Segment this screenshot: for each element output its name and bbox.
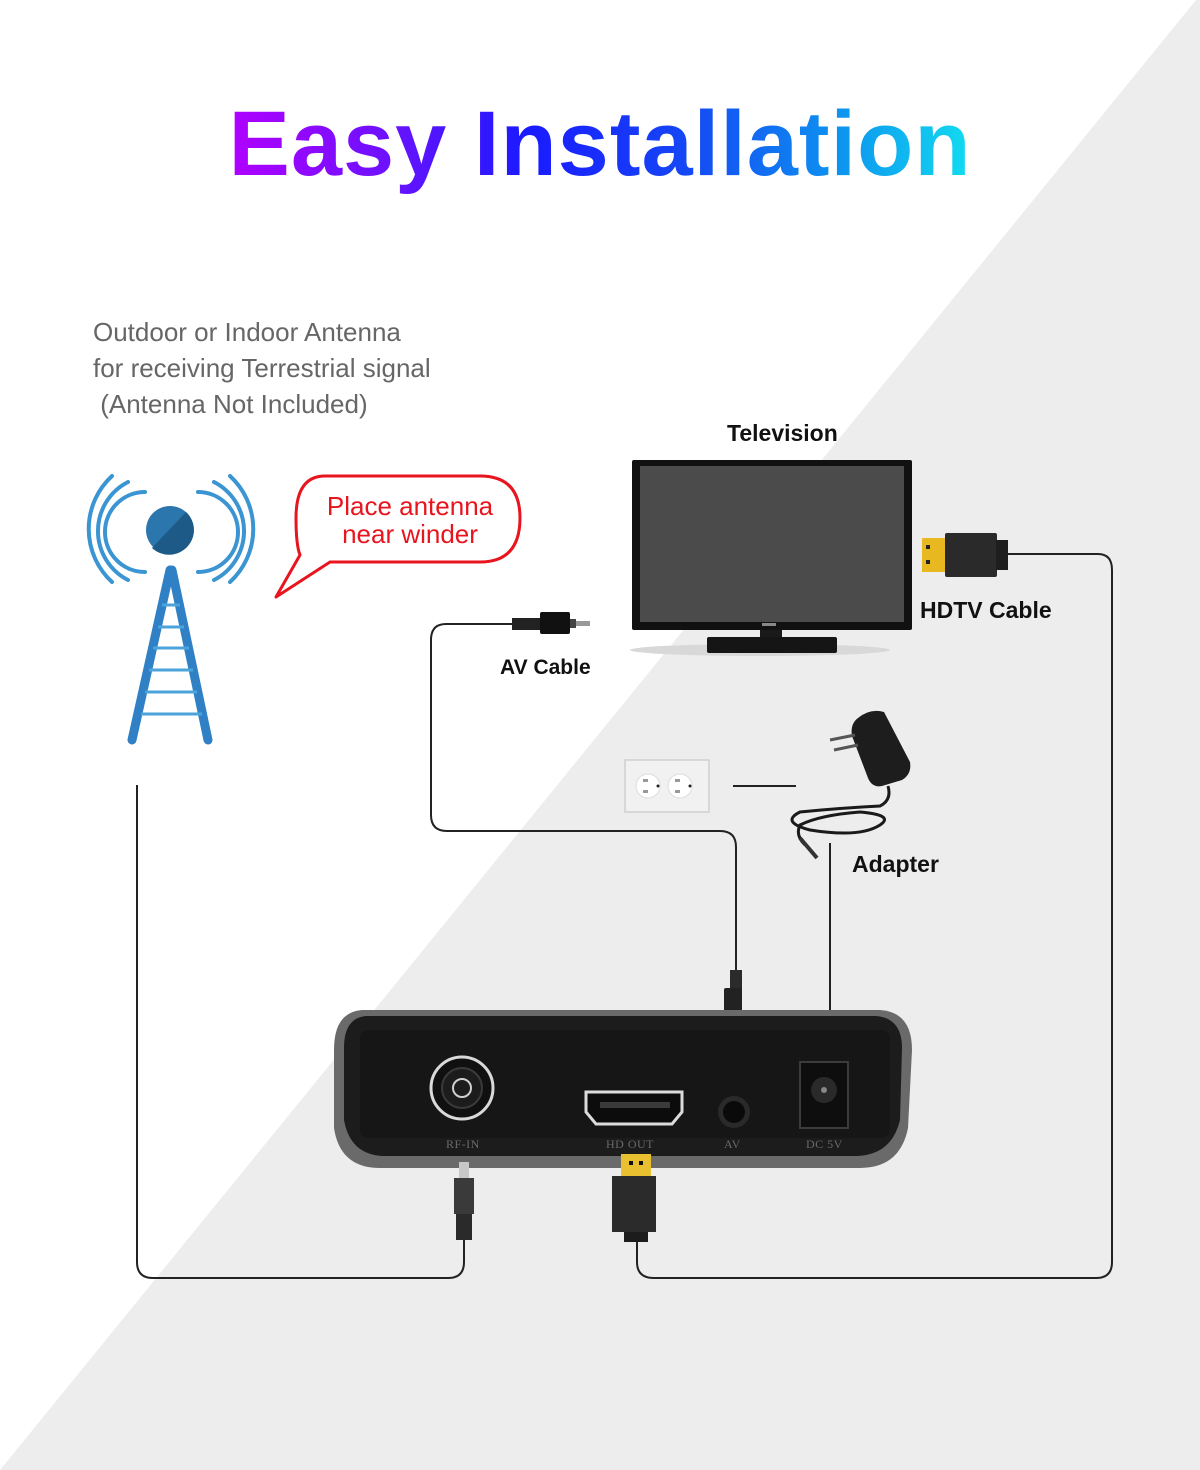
television-label: Television <box>727 420 838 446</box>
caption-line: Outdoor or Indoor Antenna <box>93 317 401 347</box>
hdmi-plug-at-box <box>612 1154 656 1242</box>
caption-line: for receiving Terrestrial signal <box>93 353 431 383</box>
cables <box>136 553 1113 1279</box>
antenna-tower-icon <box>86 474 256 745</box>
rf-plug-icon <box>454 1162 474 1240</box>
callout-text: Place antenna near winder <box>300 492 520 548</box>
page-title: Easy Installation <box>228 93 972 195</box>
power-adapter-icon <box>790 710 911 860</box>
callout-line-1: Place antenna <box>326 491 494 521</box>
hdtv-cable-label: HDTV Cable <box>920 597 1052 623</box>
set-top-box-icon <box>334 1010 912 1168</box>
hdmi-plug-icon <box>922 533 1008 577</box>
callout-bubble <box>274 474 522 599</box>
television-icon <box>630 460 912 656</box>
av-port <box>718 1096 750 1128</box>
hdtv-cable <box>636 553 1113 1279</box>
port-label-av: AV <box>724 1137 741 1151</box>
av-cable <box>430 623 737 972</box>
dc-5v-port <box>799 1061 849 1129</box>
caption-line: (Antenna Not Included) <box>93 389 368 419</box>
port-label-rf-in: RF-IN <box>446 1137 480 1151</box>
hdmi-out-port <box>584 1090 684 1126</box>
antenna-cable <box>136 785 465 1279</box>
port-label-dc: DC 5V <box>806 1137 843 1151</box>
port-label-hd-out: HD OUT <box>606 1137 654 1151</box>
rca-plug-icon <box>512 612 590 634</box>
wall-outlet-icon <box>624 759 710 813</box>
rf-in-port <box>429 1055 495 1121</box>
callout-line-2: near winder <box>342 519 478 549</box>
av-cable-label: AV Cable <box>500 656 591 679</box>
adapter-label: Adapter <box>852 851 939 877</box>
antenna-caption: Outdoor or Indoor Antenna for receiving … <box>93 314 431 422</box>
